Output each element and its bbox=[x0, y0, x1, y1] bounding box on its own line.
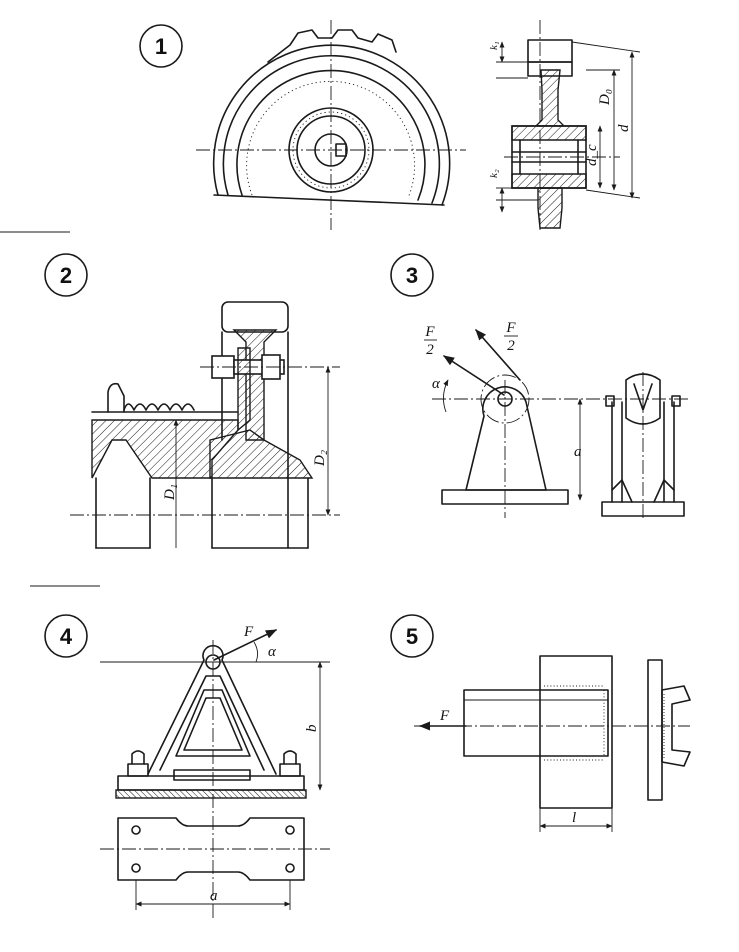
dim-d1: D₁ bbox=[162, 484, 178, 501]
gear-side-view bbox=[196, 20, 466, 230]
dim-a: a bbox=[574, 444, 582, 460]
bolt-holes bbox=[131, 825, 295, 873]
ground-hatch bbox=[115, 789, 307, 799]
channel-section bbox=[647, 659, 691, 801]
stand-base bbox=[117, 775, 305, 791]
force-arrow bbox=[213, 629, 278, 661]
vertical-plate bbox=[539, 655, 613, 809]
dim-d2: D₂ bbox=[312, 450, 328, 467]
force-arrow-right bbox=[475, 329, 521, 381]
cable-grooves bbox=[123, 403, 195, 411]
bracket-body bbox=[465, 386, 547, 491]
rim-hatching bbox=[246, 80, 415, 199]
figure-number: 4 bbox=[60, 624, 73, 649]
label-f: F bbox=[243, 624, 254, 640]
svg-text:F: F bbox=[424, 324, 435, 340]
label-f: F bbox=[439, 708, 450, 724]
rim-inner-edge bbox=[236, 69, 426, 201]
figure-number-circle bbox=[390, 253, 434, 297]
svg-text:2: 2 bbox=[507, 338, 515, 354]
figure-number: 5 bbox=[406, 624, 418, 649]
gear-section-view: k₁ k₂ D₀ d d_c bbox=[488, 20, 641, 230]
dim-d: d bbox=[616, 124, 632, 132]
force-arrow-left bbox=[443, 355, 505, 396]
figure-number-circle bbox=[44, 614, 88, 658]
figure-4: 4 F α b a bbox=[44, 614, 330, 920]
dim-d0: D₀ bbox=[597, 89, 613, 106]
dim-a: a bbox=[210, 888, 218, 904]
pulley bbox=[625, 373, 661, 425]
figure-5: 5 F l bbox=[390, 614, 691, 832]
label-alpha: α bbox=[268, 644, 277, 660]
dim-dc: d_c bbox=[584, 144, 600, 166]
label-f-half-right: F 2 bbox=[504, 320, 518, 354]
dim-b: b bbox=[304, 724, 320, 732]
stand-window bbox=[175, 689, 251, 757]
figure-number: 3 bbox=[406, 263, 418, 288]
figure-number-circle bbox=[390, 614, 434, 658]
figure-number-circle bbox=[139, 24, 183, 68]
figure-2: 2 D₁ D₂ bbox=[44, 253, 340, 549]
dim-k2: k₂ bbox=[488, 169, 500, 178]
dim-l: l bbox=[572, 810, 576, 826]
dim-k1: k₁ bbox=[488, 41, 500, 50]
svg-text:2: 2 bbox=[426, 342, 434, 358]
figure-1: 1 bbox=[139, 20, 641, 230]
figure-number: 2 bbox=[60, 263, 72, 288]
figure-number-circle bbox=[44, 253, 88, 297]
label-alpha: α bbox=[432, 376, 441, 392]
figure-3: 3 F 2 F 2 α a bbox=[390, 253, 690, 520]
label-f-half-left: F 2 bbox=[424, 324, 437, 358]
drum-section bbox=[91, 419, 239, 479]
stand-plan bbox=[117, 817, 305, 881]
figure-number: 1 bbox=[155, 34, 167, 59]
bracket-side-view bbox=[601, 372, 685, 520]
horizontal-member bbox=[463, 689, 609, 757]
svg-text:F: F bbox=[505, 320, 516, 336]
